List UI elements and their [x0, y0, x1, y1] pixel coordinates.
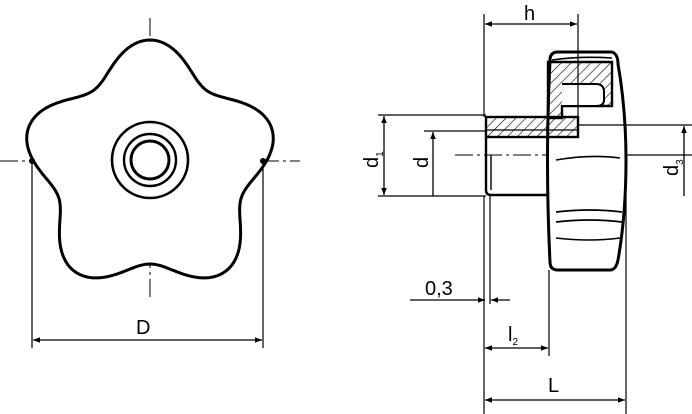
d-bore-label: d [411, 157, 433, 168]
front-view: D [0, 18, 300, 348]
bushing-section [484, 115, 580, 139]
l2-label: l2 [508, 324, 518, 348]
knob-groove-3 [555, 219, 623, 223]
bore-circle [129, 139, 171, 181]
d-point-right [260, 158, 266, 164]
l-label: L [548, 375, 559, 397]
d1-label: d1 [361, 151, 386, 168]
h-label: h [524, 3, 535, 25]
knob-groove-2 [555, 209, 623, 213]
knob-groove-4 [555, 237, 621, 241]
knob-top-profile [551, 56, 613, 61]
five-lobe-knob-outline [25, 38, 275, 280]
hub-inner-ring [122, 132, 178, 188]
l2-label-main: l [508, 324, 512, 346]
d3-label: d3 [661, 159, 686, 176]
l2-label-sub: 2 [512, 337, 518, 348]
d-diameter-label: D [136, 317, 150, 339]
shaft-lower [484, 155, 548, 197]
d1-label-main: d [361, 157, 383, 168]
gap-label: 0,3 [425, 278, 453, 300]
d1-label-sub: 1 [375, 151, 386, 157]
d3-label-sub: 3 [675, 159, 686, 165]
side-view: h d1 d d3 0,3 l2 L [361, 3, 692, 414]
knob-groove-1 [555, 155, 621, 161]
insert-pocket [562, 83, 605, 107]
d-point-left [29, 158, 35, 164]
d3-label-main: d [661, 165, 683, 176]
hub-outer-ring [110, 120, 190, 200]
